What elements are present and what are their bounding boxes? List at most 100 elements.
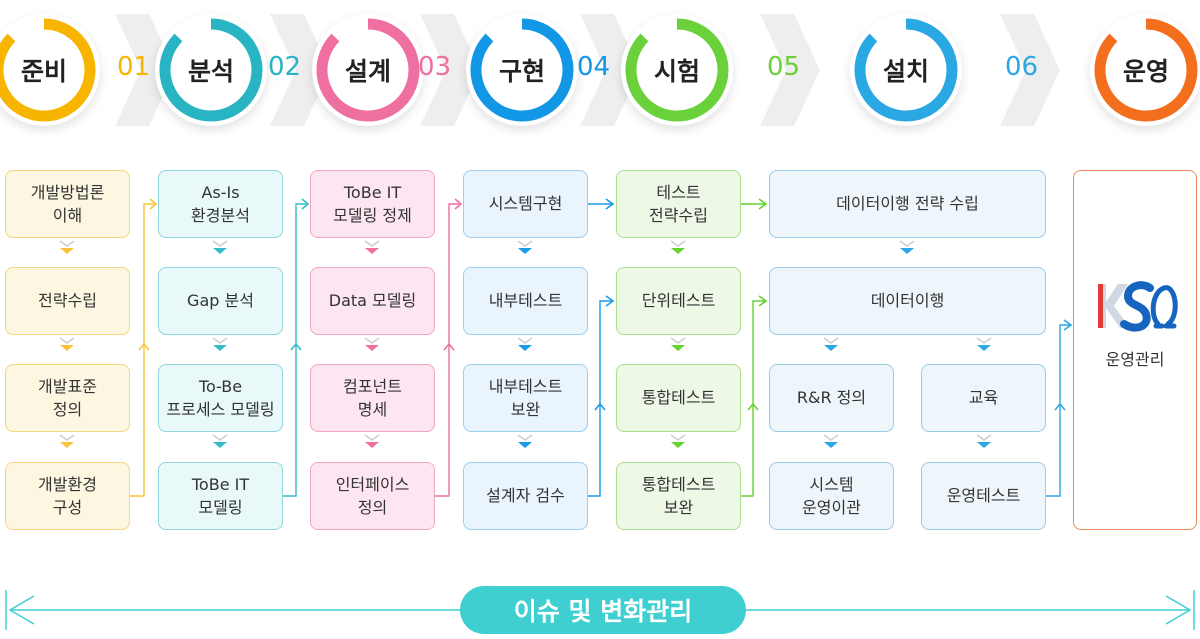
ops-box (1073, 170, 1197, 530)
task-box: Data 모델링 (310, 267, 435, 335)
stage-implement: 구현 (466, 14, 578, 126)
down-chevron (212, 240, 228, 247)
task-box: 컴포넌트 명세 (310, 364, 435, 432)
down-arrow (671, 442, 685, 448)
stage-number: 02 (268, 52, 302, 82)
task-box: 인터페이스 정의 (310, 462, 435, 530)
down-chevron (823, 434, 839, 441)
down-arrow (824, 345, 838, 351)
down-arrow (671, 345, 685, 351)
flow-line (130, 203, 154, 497)
stage-design: 설계 (312, 14, 424, 126)
issue-management-label: 이슈 및 변화관리 (460, 586, 746, 634)
flow-arrowhead (758, 295, 768, 307)
task-box: 교육 (921, 364, 1046, 432)
down-chevron (976, 434, 992, 441)
down-arrow (824, 442, 838, 448)
task-box: 통합테스트 (616, 364, 741, 432)
task-box: 통합테스트 보완 (616, 462, 741, 530)
stage-number: 03 (418, 52, 452, 82)
flow-line (741, 300, 765, 497)
flow-arrowhead (747, 402, 759, 411)
stage-label: 설치 (882, 57, 929, 86)
flow-arrowhead (301, 198, 310, 210)
stage-analysis: 분석 (155, 14, 267, 126)
task-box: 개발표준 정의 (5, 364, 130, 432)
stage-ring-arc (0, 18, 96, 122)
task-box: 단위테스트 (616, 267, 741, 335)
down-arrow (60, 442, 74, 448)
stage-test: 시험 (621, 14, 733, 126)
task-box: 시스템 운영이관 (769, 462, 894, 530)
down-chevron (670, 240, 686, 247)
down-arrow (671, 248, 685, 254)
down-arrow (977, 345, 991, 351)
stage-ring-arc (625, 18, 729, 122)
stage-prep: 준비 (0, 14, 100, 126)
stage-ring-arc (854, 18, 958, 122)
down-arrow (60, 345, 74, 351)
ops-label: 운영관리 (1105, 350, 1165, 369)
down-arrow (518, 248, 532, 254)
flow-arrowhead (1054, 402, 1066, 411)
stage-ring (625, 18, 729, 122)
down-chevron (59, 240, 75, 247)
down-chevron (212, 337, 228, 344)
down-arrow (365, 442, 379, 448)
down-arrow (60, 248, 74, 254)
task-box: ToBe IT 모델링 (158, 462, 283, 530)
stage-label: 준비 (20, 57, 67, 86)
down-chevron (823, 337, 839, 344)
stage-ring-arc (316, 18, 420, 122)
stage-label: 구현 (498, 57, 545, 86)
connectors (59, 198, 1073, 497)
stage-number: 06 (1005, 52, 1039, 82)
down-chevron (59, 434, 75, 441)
task-box: 내부테스트 (463, 267, 588, 335)
flow-line (588, 300, 612, 497)
flow-arrowhead (138, 342, 150, 351)
flow-arrowhead (454, 198, 463, 210)
stage-chevron (115, 14, 175, 126)
task-box: 전략수립 (5, 267, 130, 335)
down-arrow (900, 248, 914, 254)
stage-ring-arc (1094, 18, 1198, 122)
down-arrow (518, 442, 532, 448)
task-box: Gap 분석 (158, 267, 283, 335)
stage-label: 분석 (187, 57, 234, 86)
stage-ring (316, 18, 420, 122)
task-box: As-Is 환경분석 (158, 170, 283, 238)
flow-line (435, 203, 459, 497)
task-box: 내부테스트 보완 (463, 364, 588, 432)
stage-label: 시험 (653, 57, 700, 86)
down-chevron (212, 434, 228, 441)
task-box: 테스트 전략수립 (616, 170, 741, 238)
task-box: 운영테스트 (921, 462, 1046, 530)
flow-arrowhead (594, 402, 606, 411)
task-box: 데이터이행 전략 수립 (769, 170, 1046, 238)
down-chevron (976, 337, 992, 344)
task-box: ToBe IT 모델링 정제 (310, 170, 435, 238)
stage-number: 05 (767, 52, 801, 82)
stage-ring-arc (159, 18, 263, 122)
down-chevron (364, 434, 380, 441)
down-arrow (365, 345, 379, 351)
stage-ring (1094, 18, 1198, 122)
stage-operate: 운영 (1090, 14, 1200, 126)
flow-arrowhead (605, 198, 615, 210)
flow-arrowhead (149, 198, 158, 210)
stage-label: 설계 (344, 57, 391, 86)
down-arrow (213, 248, 227, 254)
task-box: R&R 정의 (769, 364, 894, 432)
down-arrow (365, 248, 379, 254)
stage-install: 설치 (850, 14, 962, 126)
task-box: 개발방법론 이해 (5, 170, 130, 238)
down-arrow (518, 345, 532, 351)
flow-line (1046, 324, 1070, 497)
flow-arrowhead (1063, 319, 1073, 331)
down-chevron (517, 434, 533, 441)
flow-arrowhead (290, 342, 302, 351)
down-chevron (364, 337, 380, 344)
stage-ring (854, 18, 958, 122)
